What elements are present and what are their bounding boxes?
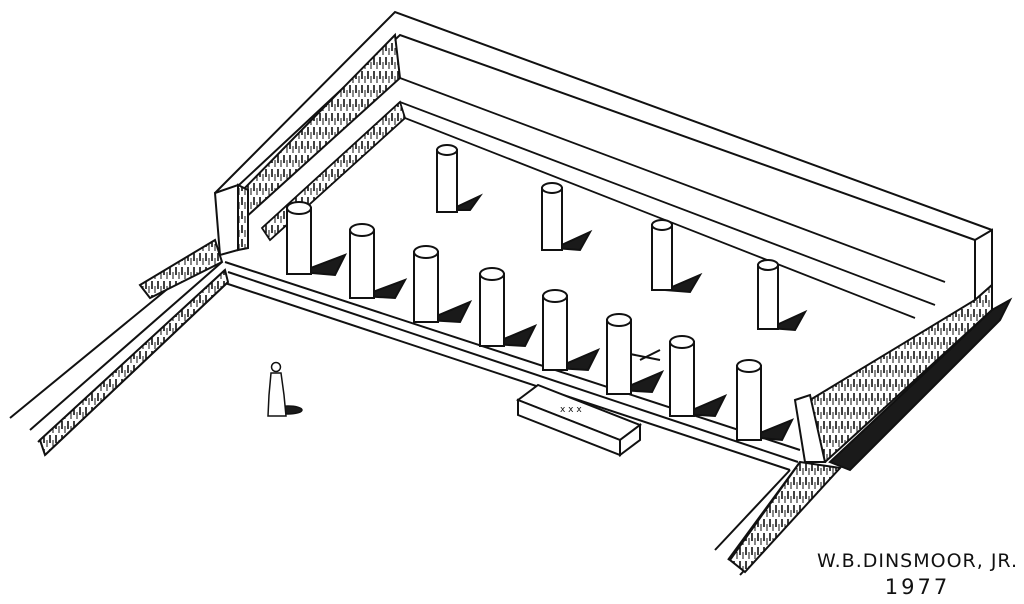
front-colonnade bbox=[286, 201, 795, 442]
svg-text:x x x: x x x bbox=[560, 405, 582, 415]
column bbox=[479, 267, 538, 348]
column bbox=[349, 223, 408, 300]
right-terrace-steps bbox=[714, 460, 843, 576]
column bbox=[669, 335, 728, 418]
column bbox=[651, 219, 703, 294]
column bbox=[606, 313, 665, 395]
outer-enclosure-wall bbox=[214, 10, 993, 303]
left-terrace-steps bbox=[9, 238, 230, 457]
column bbox=[542, 289, 601, 372]
signature-name: W.B.DINSMOOR, JR. bbox=[817, 550, 1018, 572]
column bbox=[541, 182, 593, 252]
column bbox=[286, 201, 348, 277]
left-end-pier bbox=[213, 183, 249, 257]
altar-block: x x x bbox=[515, 383, 643, 457]
column bbox=[436, 144, 484, 213]
human-figure bbox=[267, 361, 303, 417]
interior-columns bbox=[436, 144, 808, 332]
signature-year: 1977 bbox=[884, 575, 951, 599]
column bbox=[736, 359, 795, 442]
right-end-wall bbox=[793, 282, 1013, 472]
stylobate bbox=[221, 261, 801, 471]
artist-signature: W.B.DINSMOOR, JR. 1977 bbox=[817, 548, 1018, 600]
column bbox=[413, 245, 473, 324]
column bbox=[757, 259, 808, 332]
